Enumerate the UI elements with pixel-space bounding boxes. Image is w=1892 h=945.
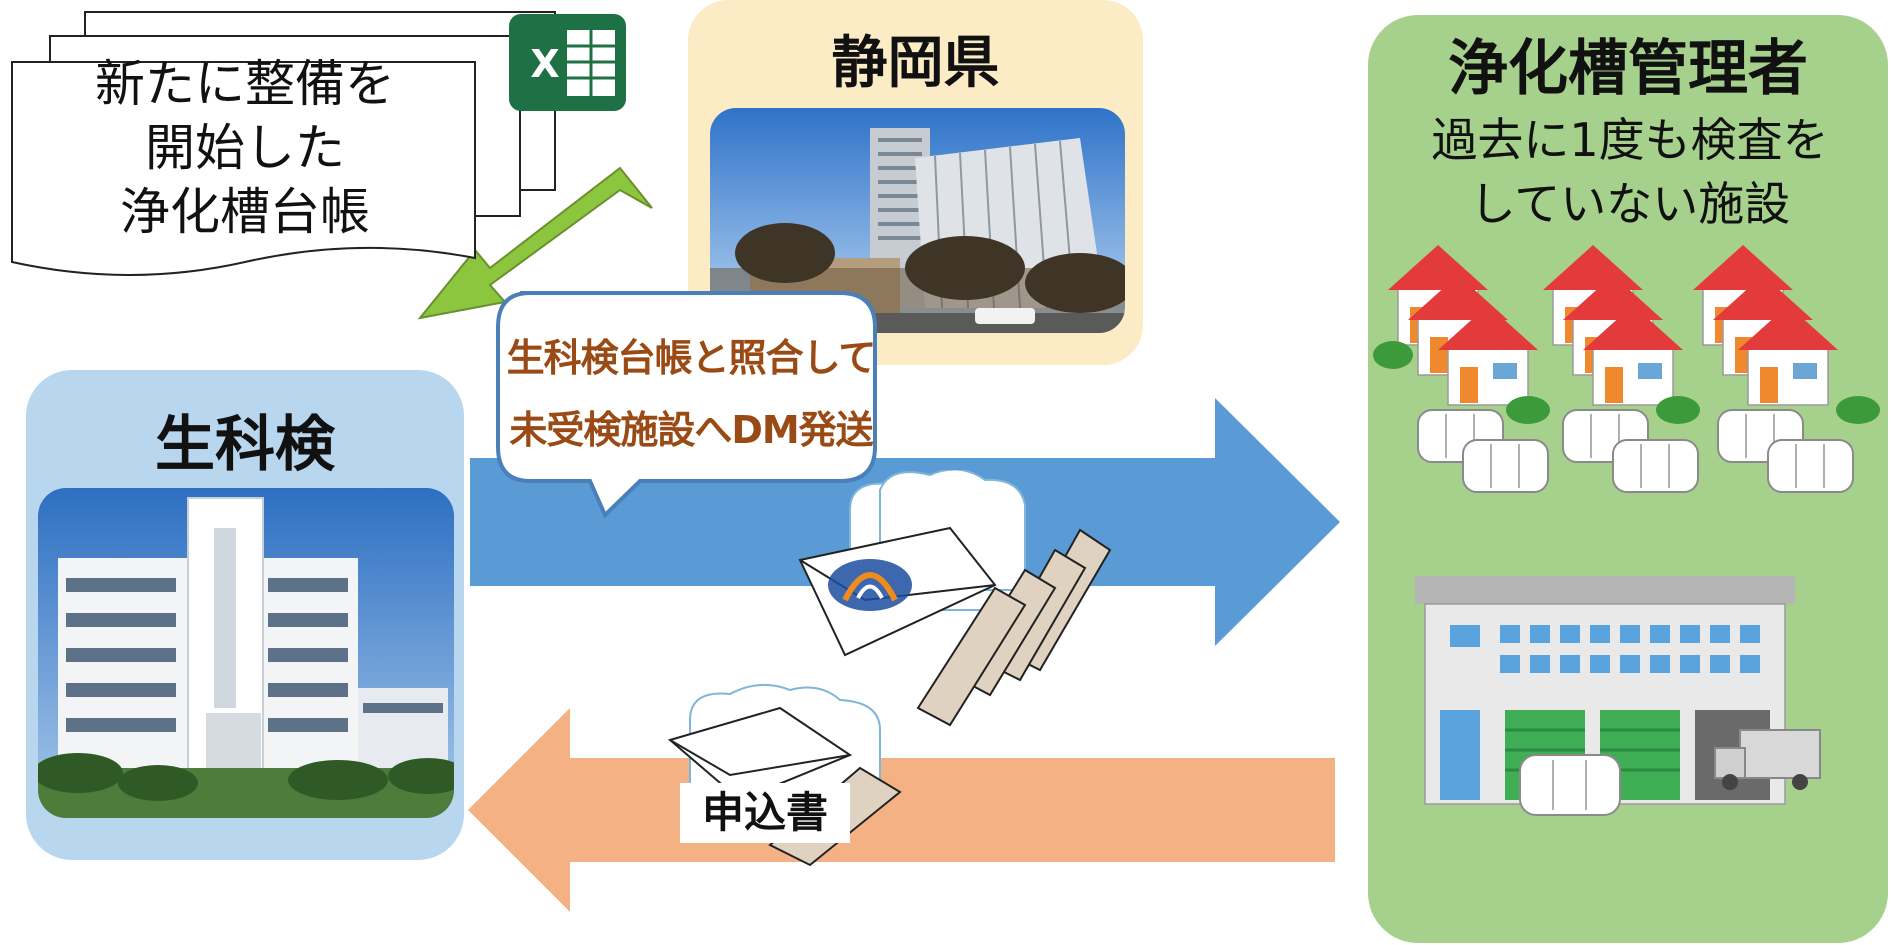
excel-icon: X <box>509 14 626 111</box>
prefecture-title: 静岡県 <box>831 31 1000 96</box>
houses-illustration <box>1373 244 1880 493</box>
house-group-2 <box>1542 244 1699 493</box>
application-envelopes-illustration <box>667 683 902 867</box>
house-group-3 <box>1692 244 1854 493</box>
ledger-flow-arrow <box>417 166 653 320</box>
ledger-line-3: 浄化槽台帳 <box>120 183 370 241</box>
lab-title: 生科検 <box>155 410 335 480</box>
callout-line-1: 生科検台帳と照合して <box>506 336 877 380</box>
manager-subtitle-line-2: していない施設 <box>1469 177 1791 231</box>
ledger-sheet-stack <box>11 11 556 276</box>
lab-building-photo <box>38 488 454 818</box>
facility-illustration <box>1415 576 1821 816</box>
ledger-line-1: 新たに整備を <box>95 55 395 113</box>
house-group-1 <box>1387 244 1549 493</box>
callout-line-2: 未受検施設へDM発送 <box>509 408 873 452</box>
callout-text: 生科検台帳と照合して 未受検施設へDM発送 <box>506 322 877 466</box>
ledger-line-2: 開始した <box>145 119 345 177</box>
dm-envelopes-illustration <box>798 470 1112 727</box>
excel-icon-letter: X <box>530 42 559 86</box>
manager-subtitle-line-1: 過去に1度も検査を <box>1431 113 1829 167</box>
application-form-label: 申込書 <box>680 783 850 843</box>
application-flow-arrow <box>468 708 1335 912</box>
manager-subtitle: 過去に1度も検査を していない施設 <box>1380 108 1880 236</box>
callout-bubble <box>496 291 877 519</box>
prefectural-office-photo <box>710 108 1125 333</box>
manager-title: 浄化槽管理者 <box>1448 34 1808 104</box>
ledger-label: 新たに整備を 開始した 浄化槽台帳 <box>10 52 480 244</box>
